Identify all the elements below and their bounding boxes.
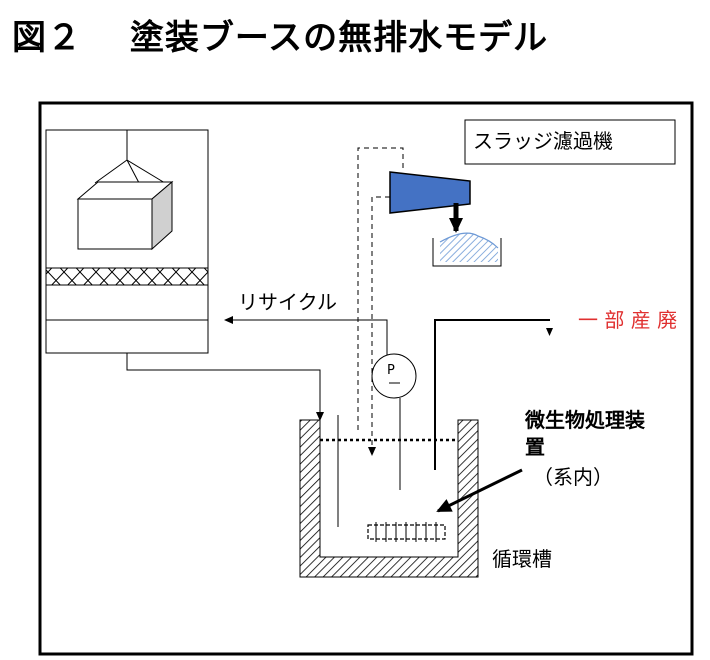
pump <box>371 353 417 399</box>
sludge-filter-label: スラッジ濾過機 <box>473 129 613 153</box>
microbe-label-line2: 置 <box>525 435 545 459</box>
paint-booth <box>45 129 209 354</box>
partial-waste-line <box>434 319 550 470</box>
workpiece-box <box>76 180 174 251</box>
microbe-label-box <box>516 404 673 496</box>
sludge-filter-machine <box>389 171 471 214</box>
microbial-treatment-device <box>367 522 446 542</box>
booth-filter-layer <box>45 267 209 286</box>
partial-waste-label: 一 部 産 廃 <box>578 308 677 332</box>
recycle-label: リサイクル <box>238 290 337 314</box>
recycle-line <box>224 316 388 370</box>
partial-waste-arrow <box>546 328 553 336</box>
circulation-tank <box>299 419 479 578</box>
pump-label: P <box>387 363 395 378</box>
microbe-label-line1: 微生物処理装 <box>524 408 645 432</box>
microbe-label-line3: （系内） <box>533 465 613 489</box>
circulation-tank-label: 循環槽 <box>492 547 552 571</box>
dashed-supply-line <box>357 147 404 430</box>
booth-drain-line <box>126 353 324 421</box>
figure-title: 図２ 塗装ブースの無排水モデル <box>12 18 549 58</box>
sludge-tray <box>432 232 502 267</box>
outer-frame <box>38 101 694 656</box>
sludge-filter-label-box <box>464 119 676 165</box>
microbe-pointer-arrow <box>436 468 523 513</box>
dashed-return-line <box>368 196 399 456</box>
